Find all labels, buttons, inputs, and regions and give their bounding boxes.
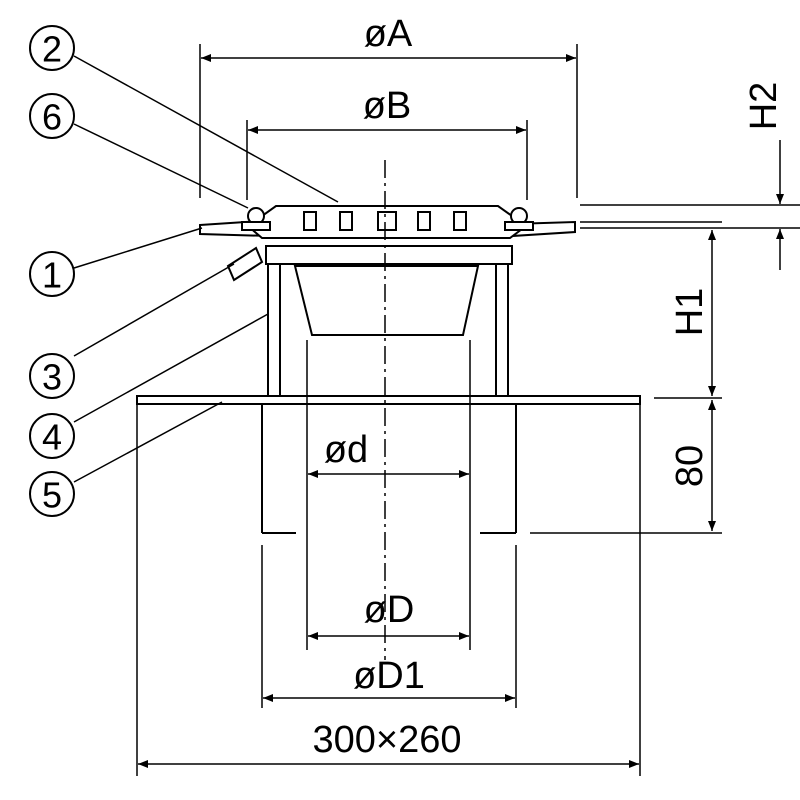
dimension-labels: øA øB ød øD øD1 300×260 H1 80 H2 (313, 13, 786, 761)
label-height-1: H1 (669, 288, 711, 337)
svg-text:4: 4 (42, 417, 62, 458)
inner-bucket (293, 265, 480, 336)
label-pipe-outer-diameter: øD1 (353, 655, 425, 697)
adaptor-ring (265, 245, 513, 265)
svg-text:6: 6 (42, 97, 62, 138)
svg-text:2: 2 (42, 29, 62, 70)
label-height-2: H2 (743, 82, 785, 131)
upper-body (267, 264, 509, 396)
svg-text:1: 1 (42, 255, 62, 296)
label-outer-diameter: øA (364, 13, 413, 55)
label-flange-size: 300×260 (313, 719, 462, 761)
svg-text:3: 3 (42, 357, 62, 398)
drain-body (136, 205, 641, 650)
label-pipe-diameter: øD (364, 589, 415, 631)
callout-1: 1 (29, 251, 75, 297)
label-sleeve-height: 80 (669, 445, 711, 487)
svg-text:5: 5 (42, 475, 62, 516)
outlet-pipe (306, 340, 471, 650)
lower-sleeve (261, 404, 517, 534)
flange-plate (136, 395, 641, 405)
callout-5: 5 (29, 471, 75, 517)
callout-leaders (73, 55, 339, 483)
callout-4: 4 (29, 413, 75, 459)
extension-lines (136, 44, 800, 776)
grate-slots (303, 211, 467, 231)
bolt-left (241, 207, 271, 231)
label-grate-diameter: øB (363, 85, 412, 127)
label-inner-diameter: ød (324, 429, 368, 471)
membrane-tube (226, 246, 264, 282)
callout-2: 2 (29, 25, 75, 71)
callout-3: 3 (29, 353, 75, 399)
bolt-right (504, 207, 534, 231)
grate-outline (246, 205, 528, 239)
callout-6: 6 (29, 93, 75, 139)
dimension-lines (138, 54, 784, 768)
